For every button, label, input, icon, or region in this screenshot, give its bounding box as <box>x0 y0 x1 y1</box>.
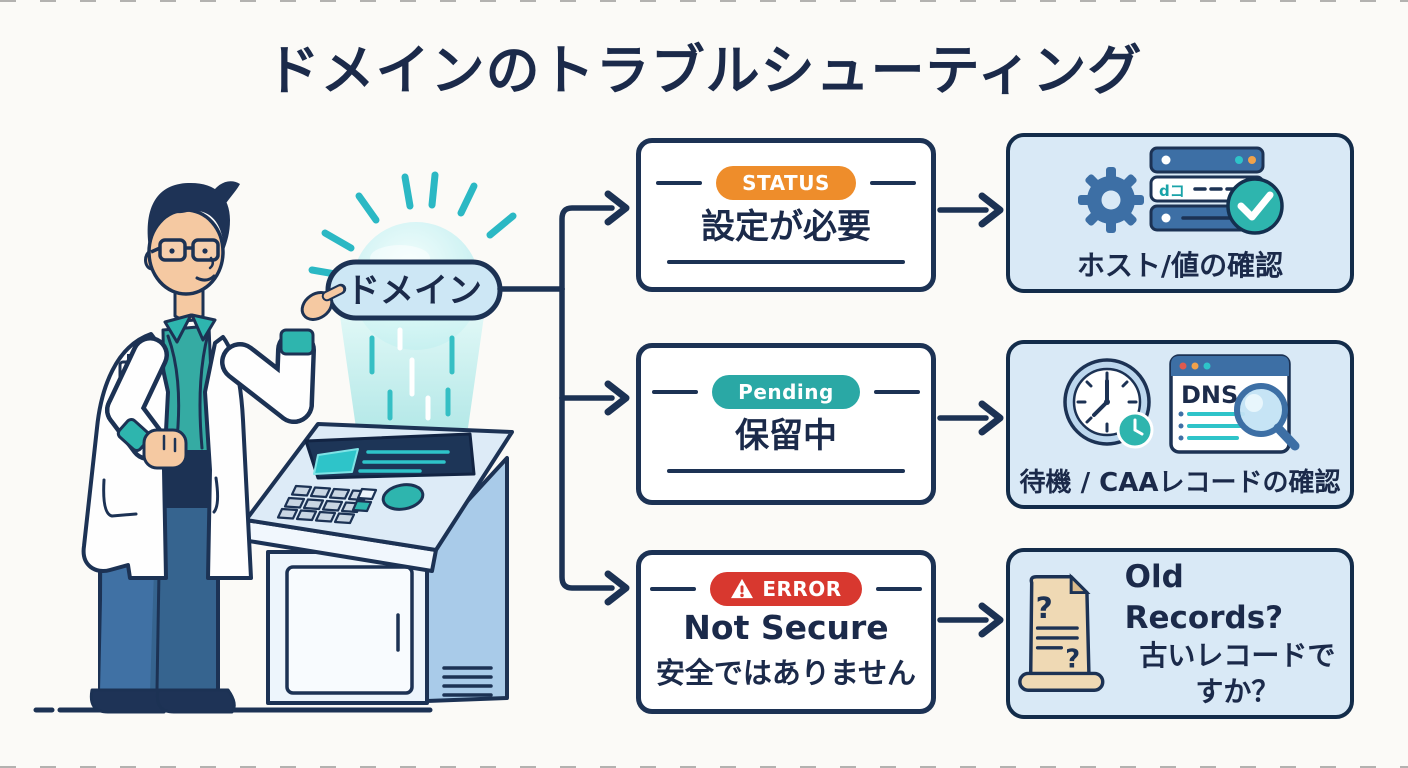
pending-badge: Pending <box>712 374 860 409</box>
decorative-line <box>650 586 697 591</box>
kiosk-terminal <box>241 422 514 705</box>
clock-icon <box>1063 358 1154 449</box>
lab-coat <box>81 332 253 580</box>
result-label: 待機 / CAAレコードの確認 <box>1019 468 1341 498</box>
status-badge: STATUS <box>716 165 856 200</box>
page-title: ドメインのトラブルシューティング <box>265 39 1143 102</box>
glasses-icon <box>150 238 220 262</box>
status-title: Not Secure <box>683 607 889 647</box>
status-box-needs-setup: STATUS 設定が必要 <box>636 138 936 292</box>
question-mark: ? <box>1036 591 1053 625</box>
hair <box>147 182 230 250</box>
arrowhead-icon <box>604 190 630 226</box>
question-mark: ? <box>1065 644 1080 674</box>
eye <box>169 248 175 254</box>
status-badge-label: STATUS <box>742 170 830 195</box>
coat-pocket <box>102 478 138 518</box>
belt <box>163 450 213 508</box>
pointing-arm <box>220 283 347 424</box>
shirt <box>161 324 216 454</box>
domain-pill: ドメイン <box>325 259 503 321</box>
kiosk-screen <box>304 432 476 480</box>
error-badge: ERROR <box>710 571 862 606</box>
badge-row: Pending <box>652 374 920 409</box>
vent-lines <box>442 666 493 697</box>
hair-quiff <box>210 181 240 208</box>
collar <box>163 313 217 344</box>
bottom-edge-artifact <box>0 766 1408 768</box>
decorative-underline <box>667 469 905 474</box>
decorative-underline <box>667 260 905 265</box>
shoes <box>89 688 236 714</box>
hologram-beam <box>340 316 484 428</box>
status-subtitle: 安全ではありません <box>655 656 917 691</box>
status-title: 設定が必要 <box>701 206 871 247</box>
pending-badge-label: Pending <box>738 379 834 404</box>
status-box-pending: Pending 保留中 <box>636 343 936 505</box>
connector-branch-top <box>559 205 615 292</box>
domain-pill-label: ドメイン <box>346 271 482 311</box>
server-label: dコ <box>1159 182 1185 200</box>
scientist-kiosk-illustration: ドメイン <box>33 171 517 714</box>
check-circle-icon <box>1225 177 1284 235</box>
result-line: 古いレコードで <box>1139 638 1336 672</box>
nose <box>208 256 214 270</box>
arrowhead-icon <box>604 570 630 606</box>
magnifier-icon <box>1234 383 1300 451</box>
result-box-check-host: dコ ホスト/値の確認 <box>1006 133 1354 293</box>
old-document-icon: ? ? <box>1018 572 1105 692</box>
glow-rays-icon <box>308 171 517 279</box>
badge-row: ERROR <box>650 571 922 606</box>
result-box-old-records: ? ? Old Records? 古いレコードで すか？ <box>1006 548 1354 719</box>
icon-row: DNS <box>1057 350 1303 460</box>
scientist <box>81 181 253 714</box>
hologram-orb <box>352 222 480 350</box>
result-line: すか？ <box>1195 674 1280 708</box>
connector-branch-bottom <box>559 286 615 591</box>
hand <box>142 428 188 470</box>
status-title: 保留中 <box>735 415 837 456</box>
decorative-line <box>656 180 703 185</box>
pants <box>98 496 220 694</box>
decorative-line <box>869 180 916 185</box>
result-box-wait-caa: DNS 待機 / CAAレコードの確認 <box>1006 340 1354 509</box>
kiosk-keypad <box>276 484 370 525</box>
clock-badge-icon <box>1116 411 1154 449</box>
result-text: Old Records? 古いレコードで すか？ <box>1125 557 1350 709</box>
status-box-error: ERROR Not Secure 安全ではありません <box>636 550 936 714</box>
arrowhead-icon <box>978 400 1004 436</box>
neck <box>173 286 205 322</box>
top-edge-artifact <box>0 0 1408 2</box>
id-badge <box>118 354 148 396</box>
decorative-line <box>873 389 920 394</box>
mouth <box>195 274 216 282</box>
result-title: Old Records? <box>1124 559 1284 636</box>
lapel-line <box>166 334 181 450</box>
error-badge-label: ERROR <box>762 576 842 601</box>
dns-search-icon: DNS <box>1169 354 1300 454</box>
lapel-line <box>198 332 210 450</box>
coat-pocket <box>212 476 220 514</box>
arrowhead-icon <box>604 380 630 416</box>
result-label: ホスト/値の確認 <box>1076 249 1284 282</box>
arrowhead-icon <box>978 192 1004 228</box>
badge-row: STATUS <box>656 165 916 200</box>
eye <box>202 248 208 254</box>
arm-on-hip <box>105 336 188 470</box>
dns-label: DNS <box>1181 381 1238 409</box>
gear-icon <box>1077 167 1144 233</box>
arrowhead-icon <box>978 602 1004 638</box>
ear <box>144 249 160 271</box>
decorative-line <box>652 389 699 394</box>
warning-triangle-icon <box>731 578 754 598</box>
face <box>147 208 225 296</box>
server-check-icons: dコ <box>1077 146 1284 235</box>
hand <box>300 291 334 321</box>
decorative-line <box>875 586 922 591</box>
